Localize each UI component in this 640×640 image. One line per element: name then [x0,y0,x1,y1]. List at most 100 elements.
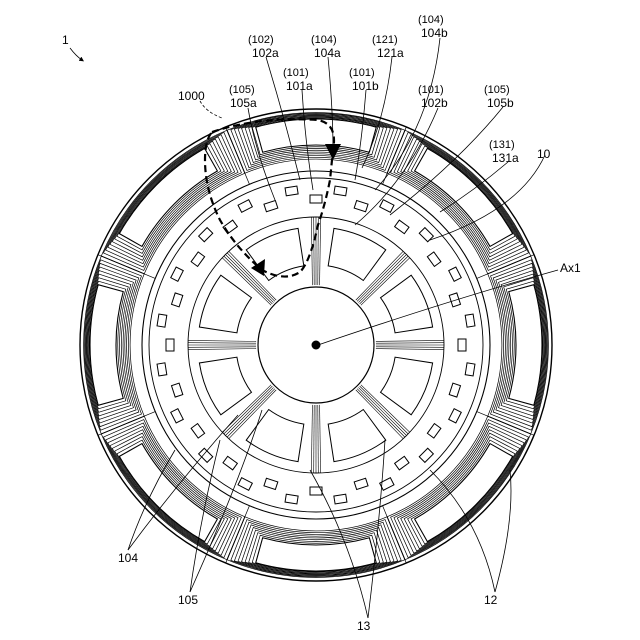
magnet-piece [449,409,462,423]
label-104-bottom: 104 [118,551,138,565]
magnet-piece [171,409,184,423]
label-104-paren-b: (104) [418,14,444,26]
pole-divider [98,412,155,436]
label-102-paren: (102) [248,34,274,46]
magnet-piece [310,195,322,203]
label-102b: 102b [421,96,448,110]
magnet-piece [395,220,409,234]
magnet-piece [238,478,252,491]
pole-divider [98,255,155,279]
rotor-hole [246,410,304,462]
label-104b: 104b [421,26,448,40]
rotor-hole [328,410,386,462]
magnet-piece [449,383,460,397]
label-12: 12 [484,593,498,607]
label-105-paren-b: (105) [484,84,510,96]
spoke-line [376,340,444,341]
magnet-piece [171,267,184,281]
magnet-piece [157,314,167,327]
spoke-line [320,405,321,473]
label-121a: 121a [377,46,404,60]
spoke-line [376,347,444,348]
spoke-line [188,347,256,348]
rotor-hole [199,275,251,333]
magnet-piece [238,200,252,213]
magnet-piece [458,339,466,351]
spoke-line [314,217,315,285]
label-101a: 101a [286,79,313,93]
spoke-line [376,349,444,350]
rotor-hole [199,357,251,415]
magnet-piece [166,339,174,351]
magnet-piece [285,186,298,196]
label-105a: 105a [230,96,257,110]
stator-cavity [90,285,123,406]
rotor-hole [328,228,386,280]
spoke-line [188,349,256,350]
magnet-piece [465,363,475,376]
pole-divider [383,506,407,563]
magnet-piece [449,267,462,281]
magnet-piece [191,424,205,438]
label-10: 10 [537,147,551,161]
magnet-piece [449,293,460,307]
stator-cavity [256,119,377,152]
label-131a: 131a [492,151,519,165]
magnet-piece [354,200,368,211]
magnet-piece [334,494,347,504]
magnet-piece [171,383,182,397]
label-104-paren-a: (104) [311,34,337,46]
spoke-line [376,343,444,344]
magnet-piece [380,200,394,213]
magnet-piece [199,228,213,242]
label-121-paren: (121) [372,34,398,46]
label-102a: 102a [252,46,279,60]
magnet-piece [395,456,409,470]
spoke-line [314,405,315,473]
magnet-piece [354,478,368,489]
label-105b: 105b [487,96,514,110]
spoke-line [188,340,256,341]
rotor-hole [381,357,433,415]
magnet-piece [171,293,182,307]
spoke-line [320,217,321,285]
pole-divider [226,127,250,184]
figure-number-label: 1 [62,33,69,47]
label-101-paren-a: (101) [283,67,309,79]
magnet-piece [157,363,167,376]
spoke-line [188,343,256,344]
pole-divider [477,412,534,436]
label-1000: 1000 [178,89,205,103]
pole-divider [226,506,250,563]
magnet-piece [419,448,433,462]
label-105-bottom: 105 [178,593,198,607]
rotor-hole [381,275,433,333]
spoke-line [311,405,312,473]
rotor-hole [246,228,304,280]
magnet-piece [427,424,441,438]
label-105-paren-a: (105) [229,84,255,96]
label-101-paren-b: (101) [349,67,375,79]
magnet-piece [223,456,237,470]
pole-divider [383,127,407,184]
magnet-piece [465,314,475,327]
magnet-piece [334,186,347,196]
label-131-paren: (131) [489,139,515,151]
spoke-line [318,405,319,473]
magnet-piece [264,478,278,489]
pole-divider [477,255,534,279]
stator-cavity [509,285,542,406]
label-101-paren-c: (101) [418,84,444,96]
label-ax1: Ax1 [560,261,581,275]
magnet-piece [199,448,213,462]
stator-cavity [256,538,377,571]
label-104a: 104a [314,46,341,60]
magnet-piece [427,252,441,266]
magnet-piece [285,494,298,504]
magnet-piece [264,200,278,211]
label-13: 13 [357,619,371,633]
magnet-piece [191,252,205,266]
label-101b: 101b [352,79,379,93]
